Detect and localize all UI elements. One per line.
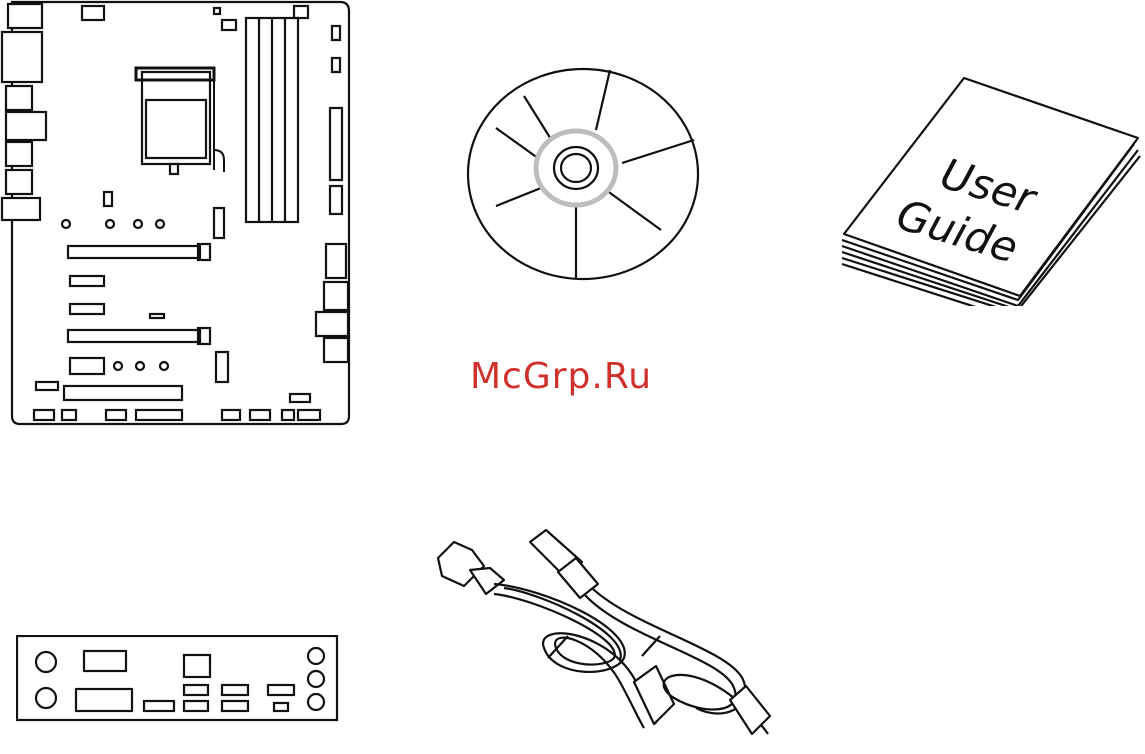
sata-cables-illustration — [434, 528, 776, 750]
motherboard-illustration — [0, 0, 360, 430]
io-shield-illustration — [16, 635, 340, 725]
watermark-text: McGrp.Ru — [470, 356, 690, 397]
driver-disc-illustration — [466, 66, 702, 282]
motherboard-icon — [0, 0, 360, 430]
disc-icon — [466, 66, 702, 282]
sata-cable-icon — [434, 528, 776, 750]
user-guide-illustration: User Guide — [838, 74, 1145, 306]
booklet-icon: User Guide — [838, 74, 1145, 306]
io-shield-icon — [16, 635, 340, 725]
